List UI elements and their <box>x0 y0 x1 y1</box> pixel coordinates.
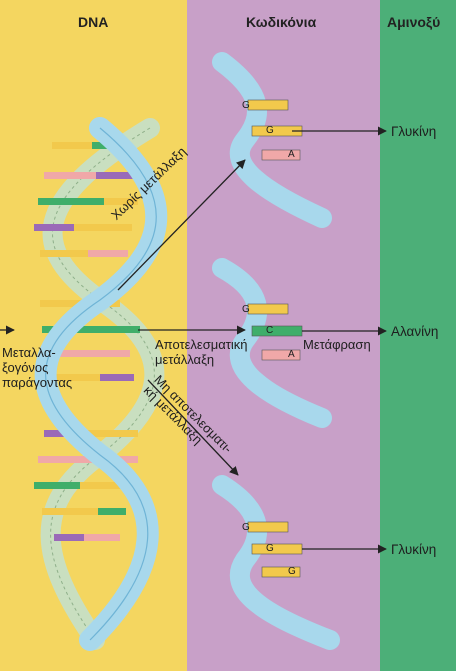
column-title-amino-acid: Αμινοξύ <box>387 14 441 30</box>
dna-panel <box>0 0 187 671</box>
mutagen-label: Μεταλλα- ξογόνος παράγοντας <box>2 345 72 390</box>
mutagen-label-line: παράγοντας <box>2 375 73 390</box>
arrow-noneffective-mutation <box>147 379 239 476</box>
effective-mutation-label-line: μετάλλαξη <box>155 352 215 367</box>
codon-letter: G <box>288 566 296 577</box>
amino-acid-label: Γλυκίνη <box>391 124 437 139</box>
codon-strand-bottom <box>212 475 340 650</box>
effective-mutation-label-line: Αποτελεσματική <box>155 337 248 352</box>
mutagen-label-line: Μεταλλα- <box>2 345 56 360</box>
codon-letter: G <box>242 522 250 533</box>
arrow-no-mutation <box>117 159 246 291</box>
codon-letter: G <box>266 125 274 136</box>
column-title-dna: DNA <box>78 14 109 30</box>
mutagen-label-line: ξογόνος <box>2 360 49 375</box>
amino-acid-label: Γλυκίνη <box>391 542 437 557</box>
codon-strand-middle <box>212 258 332 428</box>
translation-label: Μετάφραση <box>303 337 371 352</box>
amino-acid-label: Αλανίνη <box>391 324 439 339</box>
codon-letter: G <box>242 100 250 111</box>
effective-mutation-label: Αποτελεσματική μετάλλαξη <box>155 337 248 367</box>
codon-letter: G <box>242 304 250 315</box>
codon-strand-top <box>212 52 332 228</box>
codon-letter: C <box>266 325 274 336</box>
amino-panel <box>380 0 456 671</box>
column-title-codons: Κωδικόνια <box>246 14 317 30</box>
codon-letter: G <box>266 543 274 554</box>
codon-letter: A <box>288 349 295 360</box>
codon-letter: A <box>288 149 295 160</box>
